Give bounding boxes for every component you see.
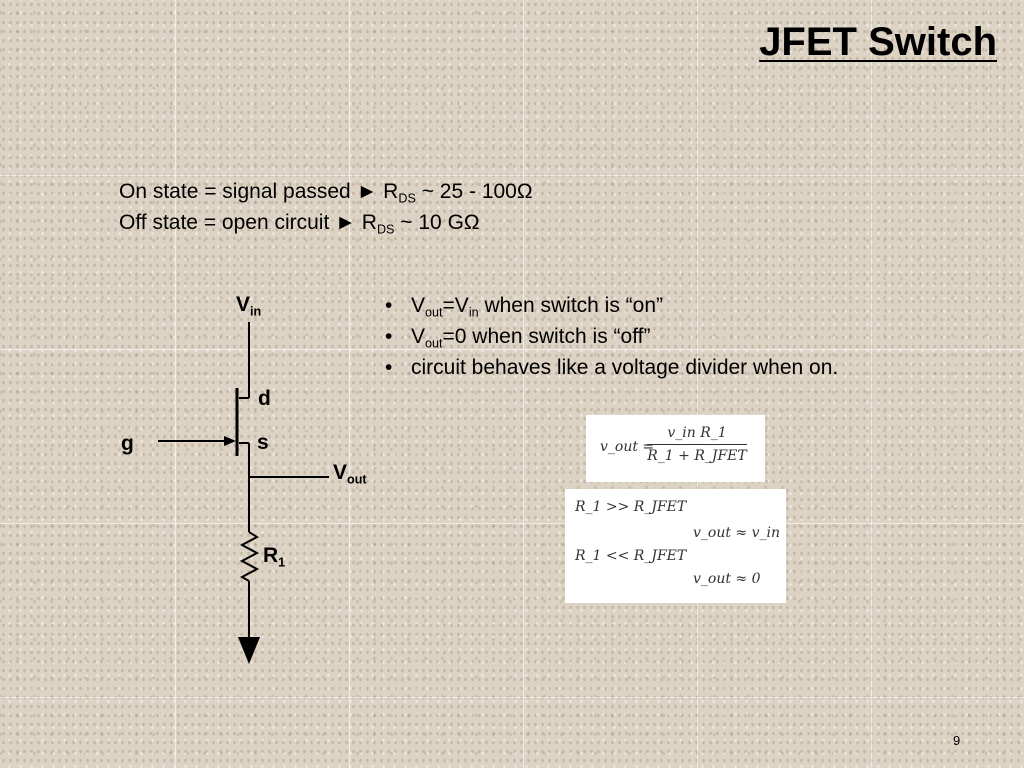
vout-label-main: V (333, 461, 348, 484)
source-label: s (257, 431, 269, 454)
background-gridline (871, 0, 872, 768)
gate-arrow-icon (224, 436, 236, 446)
bullet-subscript: out (425, 336, 443, 351)
background-gridline (0, 175, 1024, 176)
on-state-value: ~ 25 - 100Ω (415, 180, 533, 203)
resistor-label-sub: 1 (278, 555, 286, 570)
on-state-subscript: DS (398, 191, 416, 206)
drain-label: d (258, 387, 271, 410)
off-state-subscript: DS (376, 222, 395, 237)
background-gridline (175, 0, 176, 768)
limit-cases-equations: R_1 >> R_JFET v_out ≈ v_in R_1 << R_JFET… (565, 489, 786, 603)
bullet-text: when switch is “on” (478, 294, 664, 317)
vin-label-sub: in (250, 304, 262, 319)
off-state-text: Off state = open circuit ► R (119, 211, 377, 234)
vout-label: Vout (333, 461, 367, 487)
page-number: 9 (953, 733, 961, 748)
gate-label: g (121, 432, 134, 455)
equation-lhs: v_out = (600, 439, 655, 455)
bullet-text: V (411, 294, 426, 317)
background-gridline (349, 0, 350, 768)
equation-fraction: v_in R_1 R_1 + R_JFET (647, 425, 747, 464)
on-state-text: On state = signal passed ► R (119, 180, 399, 203)
bullet-item: •Vout=Vin when switch is “on” (385, 294, 664, 320)
bullet-item: •circuit behaves like a voltage divider … (385, 356, 839, 379)
background-gridline (523, 0, 524, 768)
bullet-text: =0 when switch is “off” (442, 325, 651, 348)
bullet-text: circuit behaves like a voltage divider w… (411, 356, 839, 379)
bullet-item: •Vout=0 when switch is “off” (385, 325, 651, 351)
resistor-label-main: R (263, 544, 279, 567)
condition-large-r1: R_1 >> R_JFET (575, 499, 687, 515)
condition-small-r1: R_1 << R_JFET (575, 548, 687, 564)
vin-label: Vin (236, 293, 262, 319)
background-gridline (697, 0, 698, 768)
slide-title: JFET Switch (759, 20, 997, 64)
off-state-value: ~ 10 GΩ (394, 211, 480, 234)
bullet-subscript: out (425, 305, 443, 320)
vout-label-sub: out (347, 472, 367, 487)
result-vout-zero: v_out ≈ 0 (693, 571, 761, 587)
bullet-list: •Vout=Vin when switch is “on” •Vout=0 wh… (385, 294, 838, 387)
resistor-label: R1 (263, 544, 286, 570)
background-gridline (0, 349, 1024, 350)
background-gridline (0, 697, 1024, 698)
bullet-text: =V (442, 294, 469, 317)
resistor-icon (239, 531, 260, 582)
bullet-subscript: in (468, 305, 479, 320)
on-state-line: On state = signal passed ► RDS ~ 25 - 10… (119, 180, 533, 206)
voltage-divider-equation: v_out = v_in R_1 R_1 + R_JFET (586, 415, 765, 482)
bullet-text: V (411, 325, 426, 348)
off-state-line: Off state = open circuit ► RDS ~ 10 GΩ (119, 211, 480, 237)
result-vout-vin: v_out ≈ v_in (693, 525, 781, 541)
equation-numerator: v_in R_1 (647, 425, 747, 445)
background-gridline (0, 523, 1024, 524)
equation-denominator: R_1 + R_JFET (647, 448, 747, 464)
vin-label-main: V (236, 293, 251, 316)
ground-arrow-icon (238, 637, 260, 664)
